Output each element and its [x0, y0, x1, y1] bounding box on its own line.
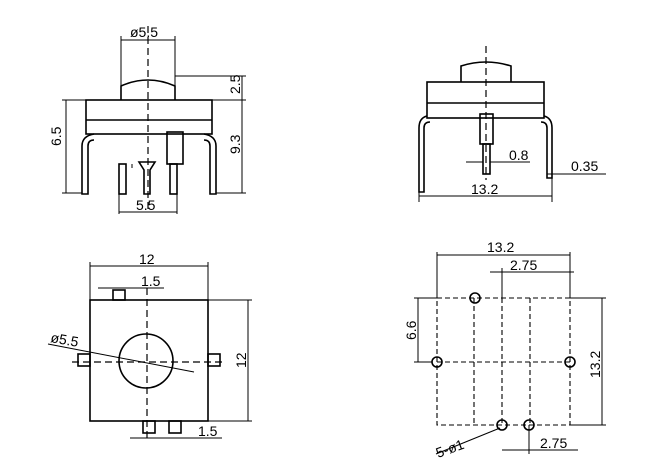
pcb-holes-leader	[435, 427, 501, 455]
front-dim-pin-pitch: 5.5	[136, 197, 156, 213]
side-dim-pin-width: 0.8	[509, 147, 529, 163]
pcb-dim-half-height: 6.6	[403, 320, 419, 340]
pcb-layout-view: 13.2 2.75 6.6 13.2 5-ø1 2.75	[403, 239, 606, 461]
pcb-hole-top	[469, 292, 481, 304]
side-leg-right	[540, 115, 553, 179]
top-dim-tab-bottom: 1.5	[198, 423, 218, 439]
pcb-dim-width: 13.2	[487, 239, 514, 255]
pcb-dim-height: 13.2	[587, 351, 603, 378]
top-dim-button-diameter: ø5.5	[49, 329, 80, 350]
front-pin-1	[118, 163, 127, 195]
pcb-hole-right	[564, 356, 576, 368]
side-view: 0.8 0.35 13.2	[418, 46, 606, 202]
front-pin-2	[137, 161, 157, 195]
front-terminal-block	[166, 131, 184, 165]
front-dim-body-height: 6.5	[48, 126, 64, 146]
top-tab-bottom-right	[168, 420, 182, 434]
front-dim-cap-height: 2.5	[227, 74, 243, 94]
pcb-dim-offset-bottom: 2.75	[540, 435, 567, 451]
top-dim-width: 12	[139, 251, 155, 267]
top-dim-tab-top: 1.5	[141, 273, 161, 289]
top-body	[89, 299, 209, 422]
front-dim-total-height: 9.3	[227, 134, 243, 154]
top-tab-right	[207, 353, 221, 367]
front-pin-3	[169, 163, 178, 195]
top-view: 12 1.5 ø5.5 12 1.5	[47, 251, 252, 439]
pcb-dim-holes: 5-ø1	[434, 436, 467, 461]
front-dim-cap-diameter: ø5.5	[130, 24, 158, 40]
top-button-circle	[118, 333, 174, 389]
pcb-dim-offset-top: 2.75	[510, 257, 537, 273]
side-dim-width: 13.2	[471, 181, 498, 197]
top-tab-bottom-left	[142, 420, 156, 434]
side-dim-pin-thickness: 0.35	[571, 158, 598, 174]
pcb-hole-bottom-left	[496, 419, 508, 431]
side-leg-left	[418, 115, 431, 193]
front-body	[85, 99, 213, 135]
front-view: ø5.5 2.5 6.5 9.3 5.5	[48, 24, 246, 214]
top-tab-top	[112, 289, 126, 301]
top-tab-left	[77, 353, 91, 367]
top-dim-height: 12	[233, 352, 249, 368]
top-button-leader	[47, 343, 195, 373]
front-leg-left	[81, 133, 95, 195]
front-leg-right	[203, 133, 217, 195]
